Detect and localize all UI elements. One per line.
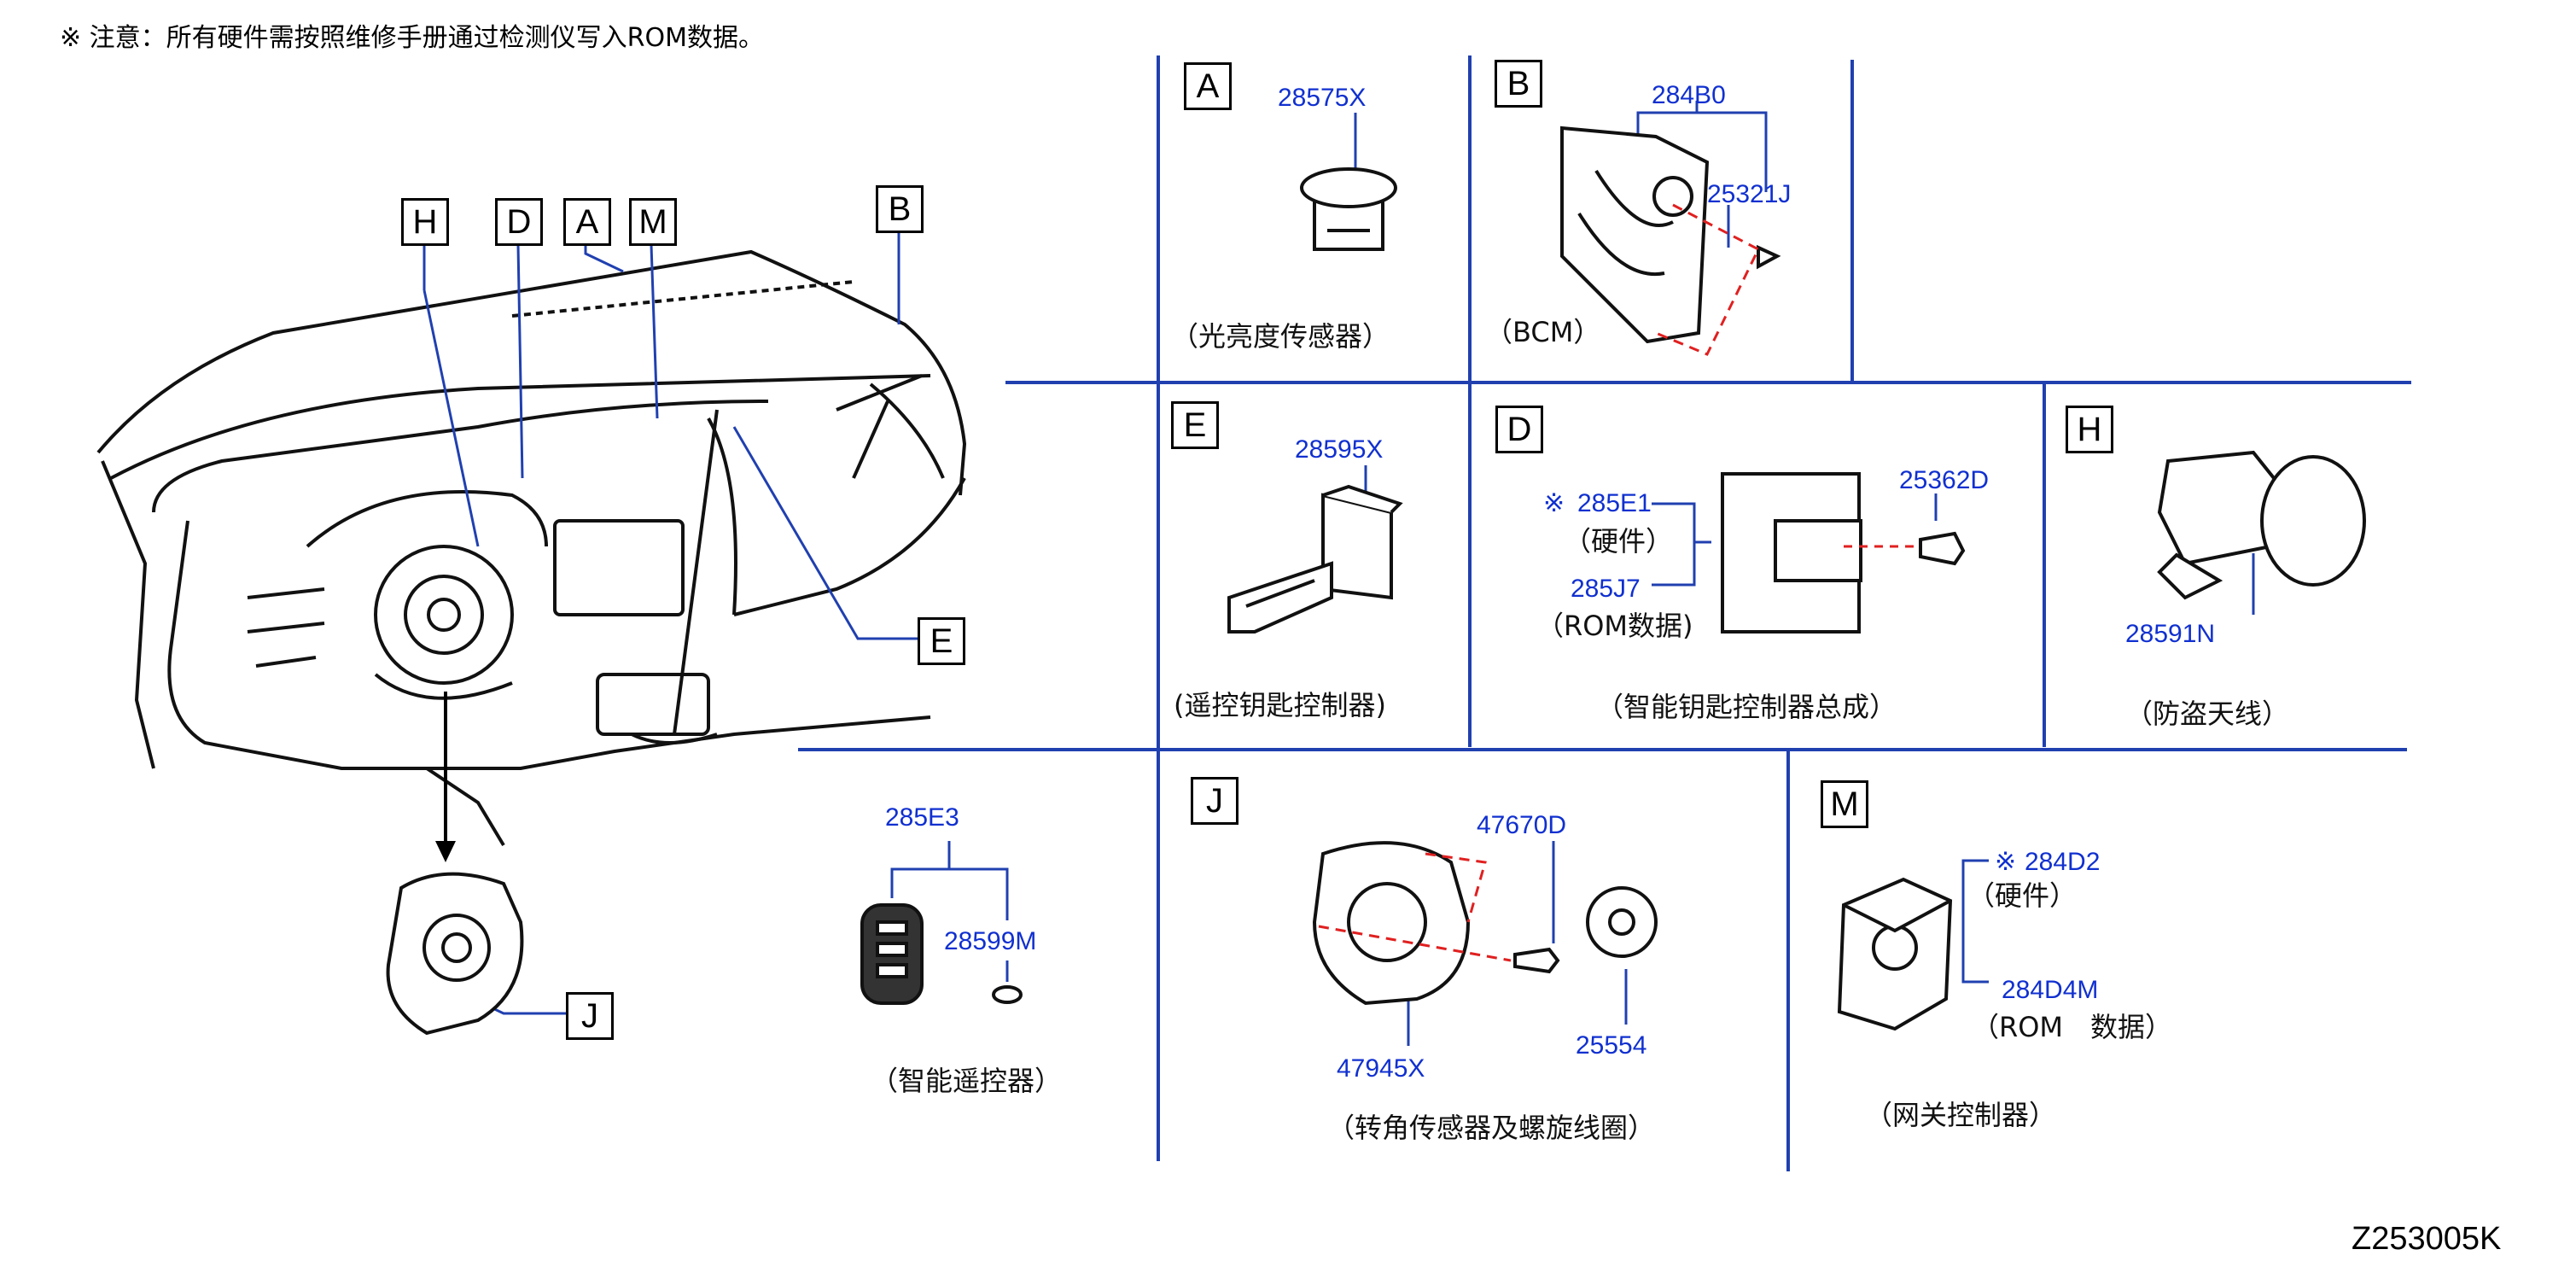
- part-285J7: 285J7: [1571, 575, 1641, 603]
- part-285E3: 285E3: [885, 803, 959, 832]
- overview-clock-spring: [386, 872, 524, 1036]
- intelligent-key-unit-drawing: [1721, 472, 1966, 634]
- panel-j-letter: J: [1191, 777, 1238, 825]
- panel-fob-caption: （智能遥控器）: [871, 1065, 1063, 1097]
- gateway-drawing: [1837, 877, 1953, 1031]
- panel-j-caption: （转角传感器及螺旋线圈）: [1327, 1112, 1656, 1144]
- panel-b-caption: （BCM）: [1485, 316, 1601, 348]
- panel-d-caption: （智能钥匙控制器总成）: [1596, 691, 1897, 723]
- immobiliser-antenna-drawing: [2157, 450, 2366, 600]
- part-25321J: 25321J: [1707, 180, 1792, 208]
- overview-leaders: [423, 232, 918, 1015]
- key-fob-drawing: [860, 903, 1023, 1005]
- panel-e-caption: (遥控钥匙控制器): [1174, 689, 1386, 721]
- panel-b-letter: B: [1495, 60, 1542, 108]
- dashboard-overview: [96, 249, 967, 847]
- panel-e-letter: E: [1171, 401, 1219, 449]
- panel-m-caption: （网关控制器）: [1865, 1099, 2057, 1131]
- panel-h-letter: H: [2066, 406, 2113, 453]
- steering-angle-sensor-drawing: [1312, 841, 1658, 1006]
- part-284D2: 284D2: [2025, 848, 2101, 876]
- bcm-drawing: [1560, 126, 1781, 344]
- keyless-receiver-drawing: [1227, 484, 1403, 634]
- figure-id: Z253005K: [2352, 1221, 2502, 1257]
- rom-note: ※ 注意：所有硬件需按照维修手册通过检测仪写入ROM数据。: [60, 23, 765, 53]
- panel-h-caption: （防盗天线）: [2125, 698, 2290, 730]
- panel-a-caption: （光亮度传感器）: [1171, 320, 1390, 353]
- m-leaders: [1961, 859, 1989, 984]
- d-leaders: [1652, 493, 1938, 587]
- panel-grid: [798, 55, 2411, 1171]
- part-28591N: 28591N: [2125, 620, 2216, 648]
- overview-arrow: [435, 692, 456, 862]
- callout-a: A: [563, 198, 611, 246]
- panel-d-mark: ※: [1543, 489, 1565, 517]
- panel-d-letter: D: [1495, 406, 1543, 453]
- part-28575X: 28575X: [1278, 84, 1367, 112]
- light-sensor-drawing: [1300, 167, 1397, 251]
- callout-b: B: [876, 185, 924, 233]
- part-284B0: 284B0: [1652, 81, 1726, 109]
- callout-d: D: [495, 198, 543, 246]
- part-284D4M: 284D4M: [2002, 976, 2099, 1004]
- part-25362D: 25362D: [1899, 466, 1990, 494]
- panel-m-hardware: （硬件）: [1967, 879, 2078, 912]
- part-285E1: 285E1: [1577, 489, 1652, 517]
- panel-d-hardware: （硬件）: [1564, 525, 1674, 558]
- part-28595X: 28595X: [1295, 435, 1384, 464]
- callout-m: M: [629, 198, 677, 246]
- panel-m-mark: ※: [1995, 848, 2017, 876]
- part-28599M: 28599M: [944, 927, 1037, 955]
- part-25554: 25554: [1576, 1031, 1647, 1060]
- bcm-dash: [1655, 203, 1760, 356]
- panel-a-letter: A: [1184, 62, 1232, 110]
- panel-d-rom: （ROM数据): [1536, 610, 1693, 642]
- callout-h: H: [401, 198, 449, 246]
- callout-j: J: [566, 992, 614, 1040]
- j-dash: [1318, 852, 1512, 962]
- panel-m-rom: （ROM 数据）: [1972, 1011, 2173, 1043]
- part-47670D: 47670D: [1477, 811, 1567, 839]
- fob-leaders: [890, 841, 1009, 982]
- callout-e: E: [918, 617, 965, 665]
- part-47945X: 47945X: [1337, 1054, 1425, 1083]
- b-leaders: [1636, 101, 1768, 248]
- panel-m-letter: M: [1821, 780, 1868, 828]
